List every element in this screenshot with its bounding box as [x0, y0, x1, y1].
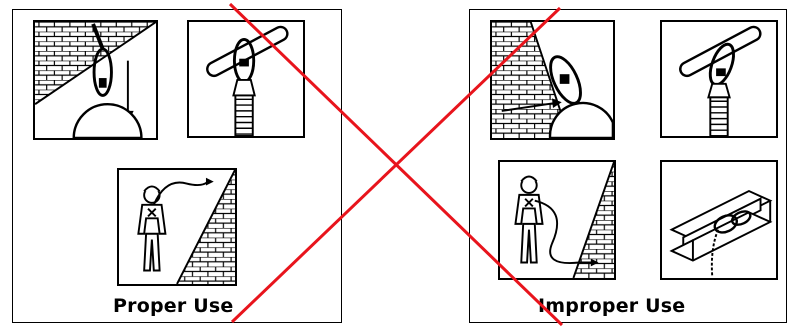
proper-worker-svg: [119, 170, 235, 284]
improper-use-panel: Improper Use: [469, 9, 787, 323]
proper-carabiner-svg: [189, 22, 303, 136]
proper-carabiner-illustration: [187, 20, 305, 138]
improper-worker-illustration: [498, 160, 616, 280]
improper-anchor-svg: [492, 22, 613, 138]
proper-anchor-svg: [35, 22, 156, 138]
proper-use-panel: Proper Use: [12, 9, 342, 323]
proper-worker-illustration: [117, 168, 237, 286]
improper-use-caption: Improper Use: [538, 295, 685, 317]
proper-anchor-illustration: [33, 20, 158, 140]
improper-worker-svg: [500, 162, 614, 278]
proper-use-caption: Proper Use: [113, 295, 233, 317]
improper-anchor-illustration: [490, 20, 615, 140]
improper-beam-illustration: [660, 160, 778, 280]
improper-carabiner-illustration: [660, 20, 778, 138]
improper-beam-svg: [662, 162, 776, 278]
improper-carabiner-svg: [662, 22, 776, 136]
